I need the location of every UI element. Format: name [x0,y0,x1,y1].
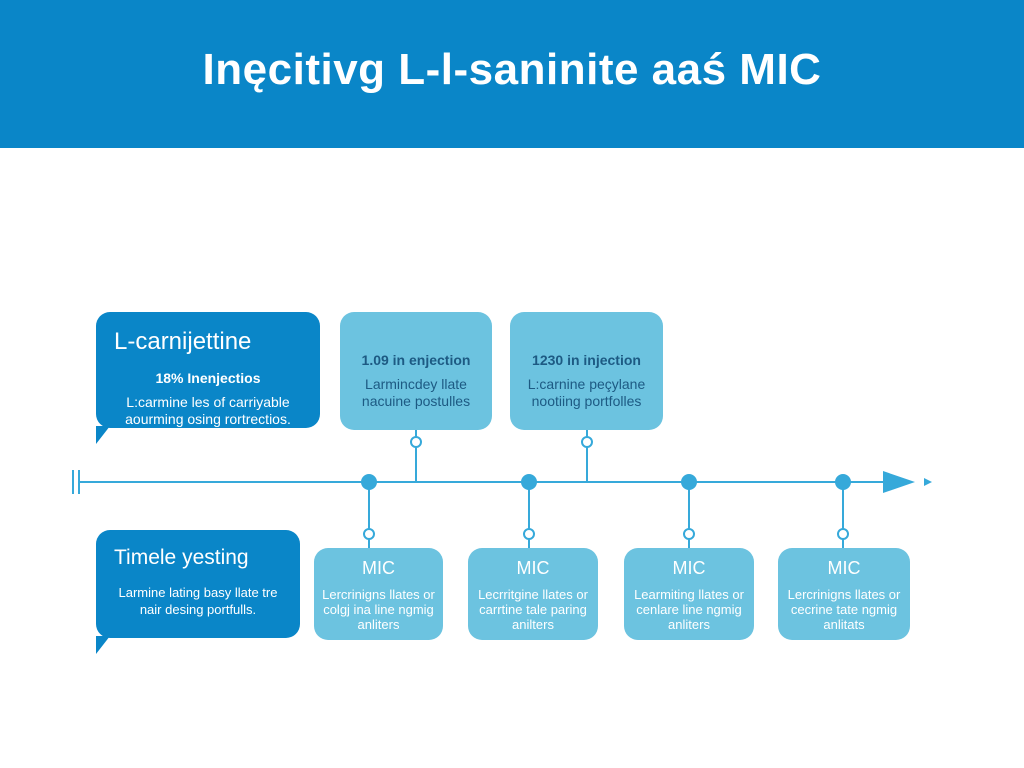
bottom-card-1-title: MIC [362,558,395,578]
callout-left-top: L-carnijettine 18% Inenjectios L:carmine… [96,312,320,428]
timeline-arrow-tip [924,478,932,486]
top-node-1 [410,436,422,448]
bottom-node-2 [523,528,535,540]
callout-left-top-sub: 18% Inenjectios [155,370,261,386]
callout-left-bottom: Timele yesting Larmine lating basy llate… [96,530,300,638]
bottom-node-3 [683,528,695,540]
top-card-1-sub: 1.09 in enjection [361,352,471,368]
top-card-1-body: Larmincdey llate nacuine postulles [361,376,471,409]
bottom-card-4-body: Lercrinigns llates or cecrine tate ngmig… [787,587,901,632]
bottom-card-3-title: MIC [672,558,706,578]
bottom-card-4: MIC Lercrinigns llates or cecrine tate n… [778,548,910,640]
axis-dot-3 [681,474,697,490]
top-node-2 [581,436,593,448]
axis-dot-1 [361,474,377,490]
bottom-node-1 [363,528,375,540]
bottom-card-1-body: Lercrinigns llates or colgj ina line ngm… [322,587,435,632]
callout-left-bottom-title: Timele yesting [114,546,249,569]
bottom-card-2: MIC Lecrritgine llates or carrtine tale … [468,548,598,640]
bottom-card-2-body: Lecrritgine llates or carrtine tale pari… [478,587,588,632]
bottom-card-4-title: MIC [827,558,861,578]
callout-left-top-title: L-carnijettine [114,328,252,355]
callout-left-bottom-tail [96,636,110,654]
axis-dot-2 [521,474,537,490]
page-title: Inęcitivg L-l-saninite aaś MIC [202,45,822,94]
callout-left-bottom-body: Larmine lating basy llate tre nair desin… [118,585,278,617]
bottom-card-2-title: MIC [516,558,550,578]
bottom-node-4 [837,528,849,540]
callout-left-top-body: L:carmine les of carriyable aourming osi… [125,394,291,427]
top-card-2-body: L:carnine peçylane nootiing portfolles [527,376,646,409]
callout-left-top-tail [96,426,110,444]
top-card-2-sub: 1230 in injection [532,352,641,368]
timeline-arrowhead [883,471,915,493]
bottom-card-3-body: Learmiting llates or cenlare line ngmig … [634,587,744,632]
bottom-card-3: MIC Learmiting llates or cenlare line ng… [624,548,754,640]
bottom-card-1: MIC Lercrinigns llates or colgj ina line… [314,548,443,640]
axis-dot-4 [835,474,851,490]
top-card-2: 1230 in injection L:carnine peçylane noo… [510,312,663,430]
header-banner: Inęcitivg L-l-saninite aaś MIC [0,0,1024,148]
top-card-1: 1.09 in enjection Larmincdey llate nacui… [340,312,492,430]
